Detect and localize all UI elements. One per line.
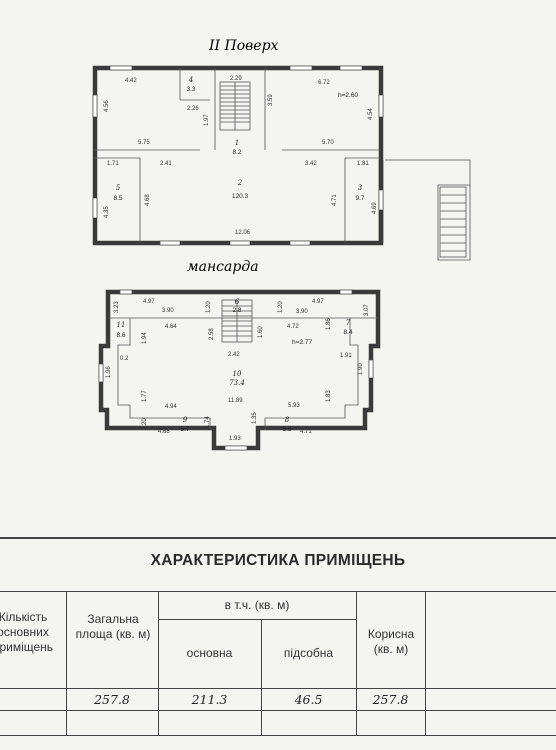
value-main: 211.3	[191, 692, 228, 707]
svg-text:1.93: 1.93	[229, 436, 241, 442]
room-8-num: 8	[285, 416, 290, 424]
room-7-area: 8.4	[343, 329, 352, 336]
svg-text:6.72: 6.72	[318, 80, 330, 86]
svg-text:2.42: 2.42	[228, 352, 240, 358]
svg-text:1.86: 1.86	[326, 318, 332, 330]
room-4-num: 4	[188, 76, 193, 84]
room-1-num: 1	[235, 139, 239, 147]
floor2-room-labels: 1 8.2 2 120.3 3 9.7 4 3.3 5 8.5	[113, 76, 364, 202]
svg-text:2.58: 2.58	[209, 328, 215, 340]
room-7-num: 7	[346, 319, 351, 327]
svg-text:1.96: 1.96	[106, 366, 112, 378]
svg-text:4.69: 4.69	[372, 202, 378, 214]
svg-text:3.59: 3.59	[268, 94, 274, 106]
room-3-area: 9.7	[355, 195, 364, 202]
svg-text:1.77: 1.77	[142, 390, 148, 402]
room-6-num: 6	[235, 298, 240, 306]
header-aux: підсобна	[283, 646, 334, 660]
svg-text:4.56: 4.56	[104, 100, 110, 112]
attic-title: мансарда	[187, 259, 259, 275]
svg-text:1.91: 1.91	[340, 353, 352, 359]
svg-text:1.94: 1.94	[142, 332, 148, 344]
room-3-num: 3	[358, 184, 363, 192]
svg-text:1.20: 1.20	[142, 418, 148, 430]
svg-text:0.2: 0.2	[120, 356, 129, 362]
table-title: ХАРАКТЕРИСТИКА ПРИМІЩЕНЬ	[150, 552, 406, 569]
svg-text:1.74: 1.74	[205, 416, 211, 428]
room-10-area: 73.4	[229, 379, 245, 387]
svg-text:1.71: 1.71	[107, 161, 119, 167]
value-aux: 46.5	[294, 692, 323, 707]
svg-text:3.23: 3.23	[114, 301, 120, 313]
header-incl: в т.ч. (кв. м)	[224, 598, 290, 612]
header-main: основна	[186, 646, 233, 660]
svg-text:5.75: 5.75	[138, 140, 150, 146]
svg-text:4.42: 4.42	[125, 78, 137, 84]
svg-text:1.90: 1.90	[358, 363, 364, 375]
header-total: Загальна площа (кв. м)	[75, 612, 151, 641]
value-useful: 257.8	[372, 692, 409, 707]
attic-windows	[98, 289, 374, 451]
svg-text:2.29: 2.29	[230, 76, 242, 82]
room-9-num: 9	[183, 416, 188, 424]
attic-walls	[98, 289, 381, 451]
svg-text:4.64: 4.64	[165, 324, 177, 330]
room-9-area: 5.7	[180, 426, 189, 433]
floor2-stair	[219, 81, 251, 131]
floor2-height: h=2.60	[338, 92, 358, 99]
svg-text:4.54: 4.54	[368, 108, 374, 120]
header-useful: Корисна (кв. м)	[367, 627, 415, 656]
svg-text:1.97: 1.97	[204, 114, 210, 126]
room-10-num: 10	[233, 370, 242, 378]
header-count: Кількість основних приміщень	[0, 610, 54, 654]
attic-room-labels: 6 2.8 7 8.4 8 5.8 9 5.7 10 73.4 11 8.6	[116, 298, 352, 433]
room-5-area: 8.5	[113, 195, 122, 202]
svg-text:4.97: 4.97	[143, 299, 155, 305]
svg-text:1.20: 1.20	[278, 301, 284, 313]
room-4-area: 3.3	[186, 86, 195, 93]
svg-text:1.35: 1.35	[252, 412, 258, 424]
exterior-stair	[385, 159, 471, 261]
svg-text:4.71: 4.71	[300, 429, 312, 435]
svg-text:4.72: 4.72	[287, 324, 299, 330]
room-2-area: 120.3	[232, 193, 249, 200]
svg-text:4.68: 4.68	[158, 429, 170, 435]
room-11-area: 8.6	[116, 332, 125, 339]
svg-text:2.41: 2.41	[160, 161, 172, 167]
svg-text:12.06: 12.06	[235, 230, 251, 236]
room-11-num: 11	[117, 321, 126, 329]
room-5-num: 5	[116, 184, 121, 192]
svg-text:1.83: 1.83	[326, 390, 332, 402]
svg-text:4.68: 4.68	[145, 194, 151, 206]
svg-text:3.42: 3.42	[305, 161, 317, 167]
svg-text:3.07: 3.07	[364, 304, 370, 316]
svg-text:5.70: 5.70	[322, 140, 334, 146]
floor-plans-drawing: II Поверх	[92, 38, 471, 451]
floor2-windows	[92, 65, 384, 246]
attic-height: h=2.77	[292, 339, 312, 346]
floor2-dimensions: 4.42 4.56 2.26 1.97 2.29 3.59 6.72 4.54 …	[104, 76, 378, 236]
room-1-area: 8.2	[232, 149, 241, 156]
svg-text:11.89: 11.89	[228, 398, 243, 404]
room-8-area: 5.8	[282, 426, 291, 433]
svg-text:4.35: 4.35	[104, 206, 110, 218]
room-2-num: 2	[237, 179, 243, 187]
svg-text:1.20: 1.20	[206, 301, 212, 313]
svg-text:1.60: 1.60	[258, 326, 264, 338]
attic-stair	[221, 299, 253, 343]
svg-text:4.94: 4.94	[165, 404, 177, 410]
attic-dimensions: 4.97 3.23 3.90 1.20 4.97 3.07 1.20 3.90 …	[106, 299, 370, 442]
table-top-border	[0, 537, 556, 539]
svg-text:2.26: 2.26	[187, 106, 199, 112]
svg-text:1.81: 1.81	[357, 161, 369, 167]
svg-text:5.93: 5.93	[288, 403, 300, 409]
room-6-area: 2.8	[232, 307, 241, 314]
svg-text:4.71: 4.71	[332, 194, 338, 206]
floor2-title: II Поверх	[208, 38, 279, 54]
svg-text:3.90: 3.90	[296, 309, 308, 315]
value-total: 257.8	[94, 692, 130, 707]
svg-text:4.97: 4.97	[312, 299, 324, 305]
svg-text:3.90: 3.90	[162, 308, 174, 314]
